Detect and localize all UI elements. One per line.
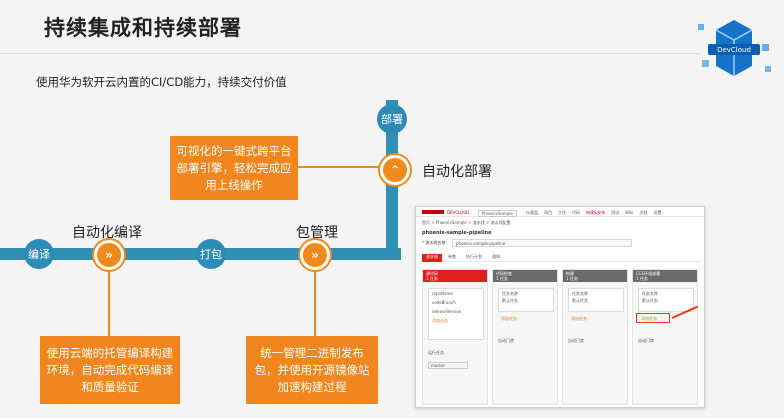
- metro-track-corner: [383, 248, 401, 260]
- add-task-link[interactable]: 添加任务: [432, 318, 448, 323]
- screenshot-tabs: 流水线 参数 执行计划 通知: [422, 254, 700, 262]
- task-param: repoName: [432, 291, 453, 296]
- gate-label: 自动门禁: [568, 338, 584, 343]
- task-card[interactable]: 任务名称 默认任务: [638, 288, 694, 312]
- stage-cce-deploy: CCE环境部署 1 任务 任务名称 默认任务 添加任务 自动门禁: [632, 269, 698, 405]
- stop-deploy: 部署: [377, 104, 407, 134]
- screenshot-breadcrumb: 首页 > PhoenixSample > 流水线 > 流水线配置: [422, 220, 511, 225]
- task-default: 默认任务: [502, 298, 518, 303]
- package-description-box: 统一管理二进制发布包，并使用开源镜像站加速构建过程: [246, 336, 378, 404]
- screenshot-nav-item[interactable]: 构建&发布: [586, 210, 606, 215]
- stage-subtitle: 1 任务: [566, 276, 578, 281]
- screenshot-nav-item[interactable]: 项目: [544, 210, 552, 215]
- screenshot-nav-item[interactable]: 代码: [572, 210, 580, 215]
- node-deploy-chevron-icon: ⌃: [380, 155, 410, 185]
- screenshot-nav-item[interactable]: Wiki: [625, 210, 634, 215]
- task-name: 任务名称: [502, 291, 518, 296]
- stage-title: 源代码: [426, 271, 438, 276]
- screenshot-nav-item[interactable]: 文档: [639, 210, 648, 215]
- stage-subtitle: 1 任务: [636, 276, 648, 281]
- stage-title: 构建: [566, 271, 574, 276]
- slide-subtitle: 使用华为软开云内置的CI/CD能力，持续交付价值: [36, 75, 287, 89]
- title-divider: [0, 53, 700, 54]
- slide-title: 持续集成和持续部署: [44, 16, 242, 40]
- screenshot-pipeline-name: phoenix-sample-pipeline: [422, 230, 492, 236]
- stop-package: 打包: [196, 239, 226, 269]
- gate-label: 自动门禁: [498, 338, 514, 343]
- stage-code-check: 代码检查 1 任务 任务名称 默认任务 添加任务 自动门禁: [492, 269, 558, 405]
- label-auto-deploy: 自动化部署: [422, 164, 492, 180]
- node-compile-chevron-icon: »: [94, 240, 124, 270]
- screenshot-nav-item[interactable]: 工作: [558, 210, 566, 215]
- task-name: 任务名称: [572, 291, 588, 296]
- screenshot-name-value: phoenix-sample-pipeline: [456, 241, 506, 246]
- task-card[interactable]: 任务名称 默认任务: [498, 288, 554, 312]
- screenshot-tab-notify[interactable]: 通知: [492, 254, 500, 259]
- exec-branch-select[interactable]: master: [428, 362, 468, 369]
- screenshot-tab-pipeline[interactable]: 流水线: [422, 254, 442, 262]
- task-param: codeBranch: [432, 300, 456, 305]
- stop-compile: 编译: [24, 239, 54, 269]
- pipeline-screenshot: DEVCLOUD PhoenixSample 仪表盘 项目 工作 代码 构建&发…: [415, 206, 705, 408]
- screenshot-topbar: DEVCLOUD PhoenixSample 仪表盘 项目 工作 代码 构建&发…: [416, 207, 704, 217]
- screenshot-name-label: * 流水线名称：: [422, 240, 450, 245]
- label-package-mgmt: 包管理: [296, 225, 338, 241]
- stage-header: 构建 1 任务: [563, 270, 627, 282]
- exec-label: 运行任务: [428, 350, 444, 355]
- add-task-link[interactable]: 添加任务: [641, 316, 657, 321]
- stage-subtitle: 1 任务: [496, 276, 508, 281]
- screenshot-logo-text: DEVCLOUD: [447, 210, 470, 215]
- badge-text: DevCloud: [717, 46, 751, 54]
- task-default: 默认任务: [572, 298, 588, 303]
- label-auto-compile: 自动化编译: [72, 225, 142, 241]
- add-task-link[interactable]: 添加任务: [501, 316, 517, 321]
- add-task-link[interactable]: 添加任务: [571, 316, 587, 321]
- screenshot-nav-item[interactable]: 仪表盘: [526, 210, 538, 215]
- node-package-chevron-icon: »: [300, 240, 330, 270]
- compile-connector: [108, 270, 110, 336]
- screenshot-nav-item[interactable]: 设置: [653, 210, 662, 215]
- screenshot-tab-params[interactable]: 参数: [448, 254, 456, 259]
- highlight-box: [636, 313, 670, 323]
- stage-title: CCE环境部署: [636, 271, 661, 276]
- gate-label: 自动门禁: [638, 338, 654, 343]
- stage-header: 代码检查 1 任务: [493, 270, 557, 282]
- screenshot-logo: [422, 210, 444, 214]
- screenshot-tab-schedule[interactable]: 执行计划: [466, 254, 482, 259]
- screenshot-name-field[interactable]: phoenix-sample-pipeline: [452, 239, 632, 247]
- task-card[interactable]: 任务名称 默认任务: [568, 288, 624, 312]
- stage-header: CCE环境部署 1 任务: [633, 270, 697, 282]
- task-name: 任务名称: [642, 291, 658, 296]
- task-card[interactable]: repoName codeBranch releaseVersion 添加任务: [428, 288, 484, 340]
- screenshot-nav: 仪表盘 项目 工作 代码 构建&发布 测试 Wiki 文档 设置: [526, 210, 662, 215]
- package-connector: [314, 270, 316, 336]
- stage-build: 构建 1 任务 任务名称 默认任务 添加任务 自动门禁: [562, 269, 628, 405]
- screenshot-nav-item[interactable]: 测试: [611, 210, 620, 215]
- deploy-description-box: 可视化的一键式跨平台部署引擎，轻松完成应用上线操作: [170, 136, 298, 200]
- task-default: 默认任务: [642, 298, 658, 303]
- compile-description-box: 使用云端的托管编译构建环境，自动完成代码编译和质量验证: [40, 336, 180, 404]
- devcloud-badge-icon: DevCloud: [698, 20, 771, 76]
- deploy-connector: [298, 166, 380, 168]
- screenshot-project-select[interactable]: PhoenixSample: [478, 210, 517, 217]
- stage-source: 源代码 1 任务 repoName codeBranch releaseVers…: [422, 269, 488, 405]
- stage-title: 代码检查: [496, 271, 512, 276]
- task-param: releaseVersion: [432, 309, 462, 314]
- stage-subtitle: 1 任务: [426, 276, 438, 281]
- stage-header: 源代码 1 任务: [423, 270, 487, 282]
